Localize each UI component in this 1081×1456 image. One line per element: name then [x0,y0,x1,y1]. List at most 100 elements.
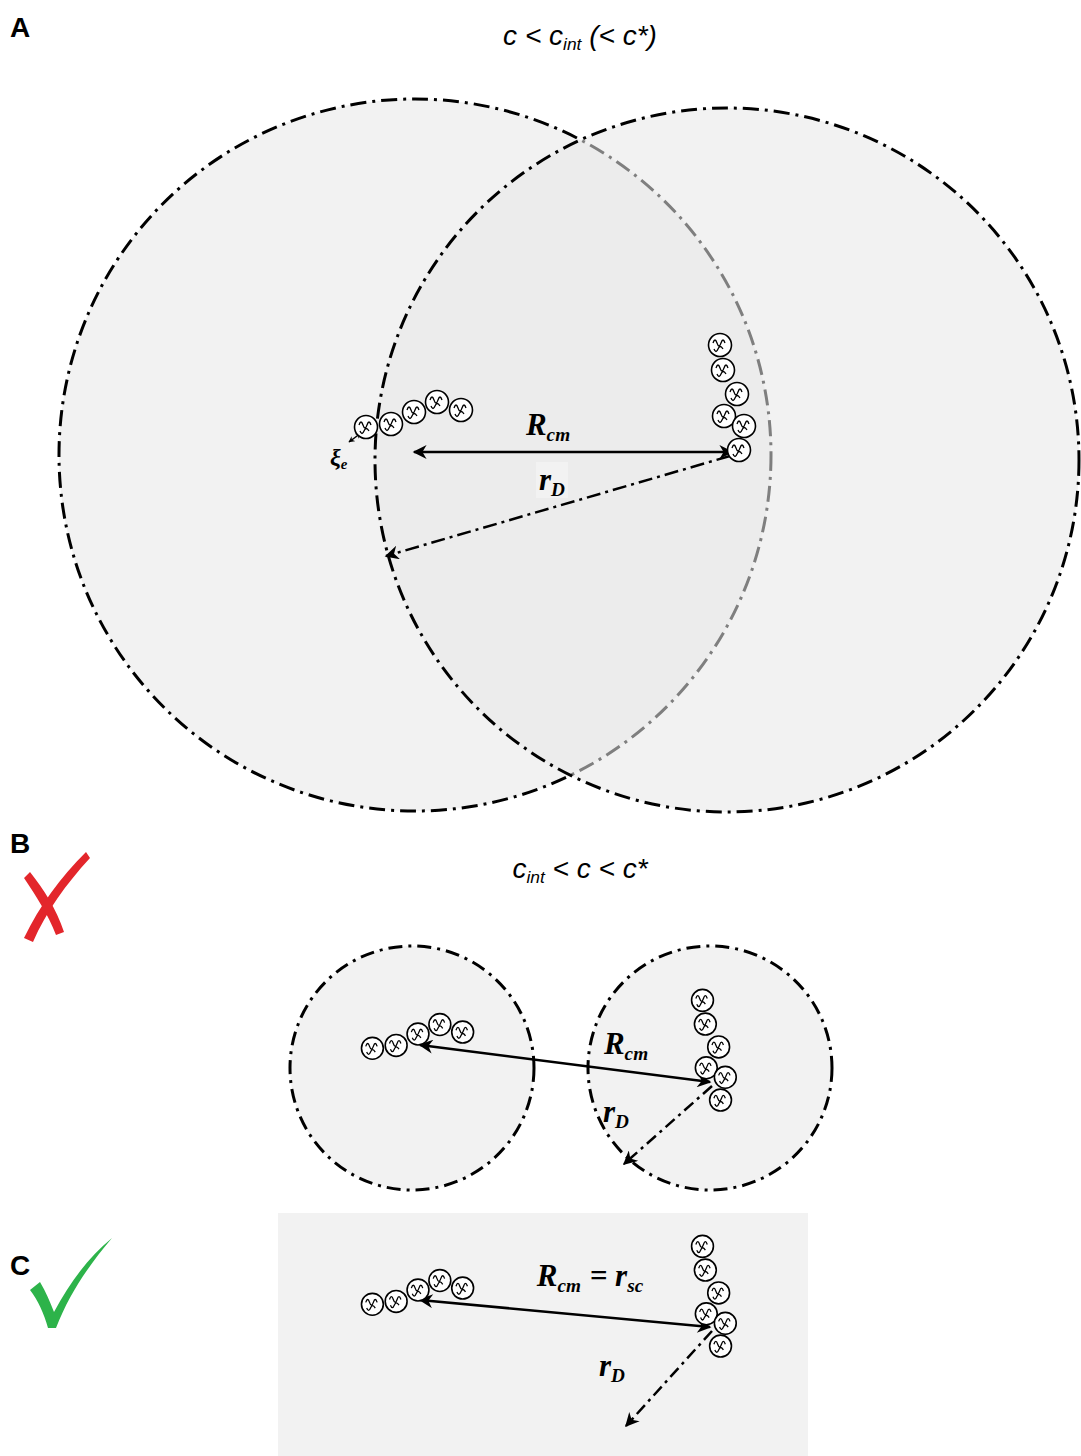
blob-squiggle [359,422,371,434]
blob-bead [407,1279,429,1301]
blob-outline [708,1036,730,1058]
depletion-sphere [375,108,1079,812]
depletion-spheres-a [59,99,1079,812]
depletion-sphere [290,946,534,1190]
blob-outline [733,415,756,438]
blob-outline [709,334,732,357]
label-text: r [603,1094,615,1130]
blob-squiggle [390,1297,401,1308]
blob-bead [361,1037,383,1059]
blob-outline [714,1312,736,1334]
blob-outline [692,1235,714,1257]
radius-arrow [626,1331,712,1426]
blob-squiggle [714,1095,725,1106]
blob-outline [728,439,751,462]
subscript-text: int [563,35,581,55]
label-text: C [10,1250,30,1282]
label-text: A [10,12,30,44]
polymer-chains [355,334,756,1358]
blob-squiggle [700,1309,711,1320]
blob-bead [429,1270,451,1292]
blob-squiggle [366,1044,377,1055]
blob-squiggle [411,1029,422,1040]
blob-outline [361,1293,383,1315]
panel-letter: B [10,828,30,860]
blob-outline [426,391,449,414]
blob-squiggle [699,1019,710,1030]
blob-squiggle [730,389,742,401]
blob-squiggle [433,1276,444,1287]
blob-outline [694,1013,716,1035]
distance-arrow [414,451,732,454]
label-text: ξ [330,444,341,472]
blob-bead [710,1089,732,1111]
blob-squiggle [454,405,466,417]
blob-bead [692,1235,714,1257]
blob-outline [429,1014,451,1036]
radius-arrow [386,456,730,556]
blob-squiggle [366,1300,377,1311]
blob-outline [407,1023,429,1045]
blob-squiggle [433,1020,444,1031]
blob-bead [403,401,426,424]
blob-outline [708,1282,730,1304]
blob-bead [709,334,732,357]
blob-outline [380,413,403,436]
blob-outline [403,401,426,424]
check-stroke [30,1238,112,1328]
blob-squiggle [732,445,744,457]
distance-arrow [420,1300,710,1327]
blob-bead [712,359,735,382]
cross-mark [24,852,90,942]
blob-outline [726,383,749,406]
blob-squiggle [699,1265,710,1276]
blob-bead [452,1021,474,1043]
blob-bead [708,1036,730,1058]
blob-outline [361,1037,383,1059]
blob-bead [733,415,756,438]
blob-outline [385,1290,407,1312]
blob-outline [692,989,714,1011]
check-mark [30,1238,112,1328]
blob-bead [694,1013,716,1035]
subscript-text: int [526,868,544,888]
blob-squiggle [716,365,728,377]
blob-bead [710,1335,732,1357]
blob-outline [407,1279,429,1301]
blob-outline [710,1089,732,1111]
blob-bead [429,1014,451,1036]
subscript-text: cm [625,1043,648,1065]
blob-bead [714,1312,736,1334]
blob-outline [694,1259,716,1281]
radius-symbol: rD [603,1094,629,1130]
depletion-spheres-b [290,946,832,1190]
cross-stroke [24,872,64,935]
blob-squiggle [696,996,707,1007]
blob-squiggle [712,1042,723,1053]
blob-bead [452,1277,474,1299]
label-text: R [537,1258,558,1294]
blob-squiggle [411,1285,422,1296]
subscript-text: e [341,456,348,473]
subscript-text: cm [547,424,570,446]
distance-symbol: Rcm [601,1026,651,1062]
distance-symbol: Rcm [526,407,570,443]
subscript-text: D [551,479,565,501]
blob-squiggle [737,421,749,433]
blob-squiggle [696,1242,707,1253]
blob-outline [710,1335,732,1357]
distance-arrow [420,1045,710,1082]
blob-bead [714,1066,736,1088]
blob-bead [692,989,714,1011]
blob-squiggle [717,411,729,423]
blob-squiggle [712,1288,723,1299]
subscript-text: cm [558,1275,581,1297]
label-text: c [512,853,526,885]
blob-outline [429,1270,451,1292]
blob-squiggle [430,397,442,409]
label-text: B [10,828,30,860]
depletion-region [278,1213,808,1456]
label-text: R [526,407,547,443]
condition-heading: cint< c < c* [512,853,647,885]
